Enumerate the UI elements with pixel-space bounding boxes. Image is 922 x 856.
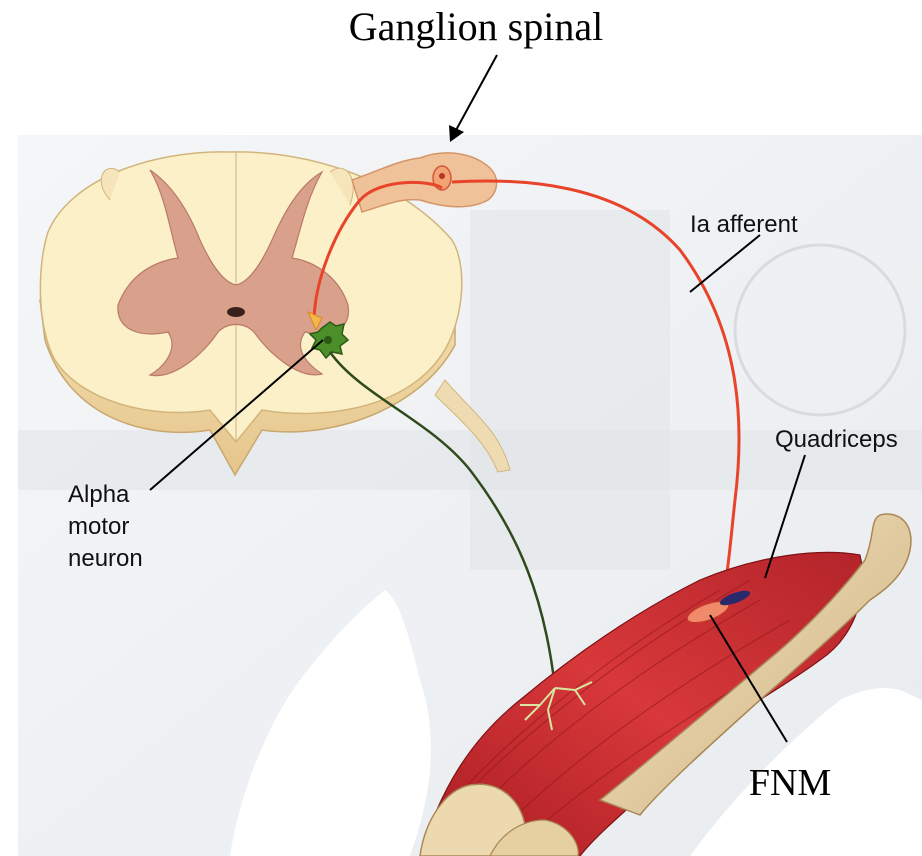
label-neuron: neuron <box>68 545 143 572</box>
label-ganglion-spinal: Ganglion spinal <box>349 4 603 49</box>
label-alpha: Alpha <box>68 481 130 508</box>
label-quadriceps: Quadriceps <box>775 426 898 453</box>
label-ia-afferent: Ia afferent <box>690 211 798 238</box>
label-motor: motor <box>68 513 129 540</box>
label-fnm: FNM <box>749 762 831 804</box>
